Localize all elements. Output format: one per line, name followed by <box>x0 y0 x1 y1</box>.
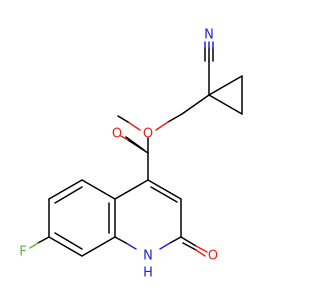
benzene-ring <box>48 179 116 257</box>
cyclopropane-ring <box>208 60 243 115</box>
lactam-oxygen-label: O <box>208 249 218 264</box>
fluorine-bond <box>29 236 50 249</box>
ring-nitrogen-label: N <box>143 249 153 264</box>
ester-carbonyl-bond <box>120 135 149 154</box>
nitrile-nitrogen-label: N <box>204 28 214 43</box>
ester-linker-bonds <box>117 94 210 131</box>
fluorine-label: F <box>19 245 26 260</box>
structure-svg: N O O F N H O <box>19 28 243 281</box>
molecule-diagram: N O O F N H O <box>19 28 243 281</box>
lactam-carbonyl-bond <box>180 236 208 257</box>
ring-nitrogen-hydrogen-label: H <box>143 266 153 281</box>
nitrile-triple-bond <box>204 41 214 62</box>
pyridinone-ring <box>114 179 182 250</box>
ester-oxygen-label: O <box>143 127 153 142</box>
ester-carbonyl-oxygen-label: O <box>112 127 122 142</box>
